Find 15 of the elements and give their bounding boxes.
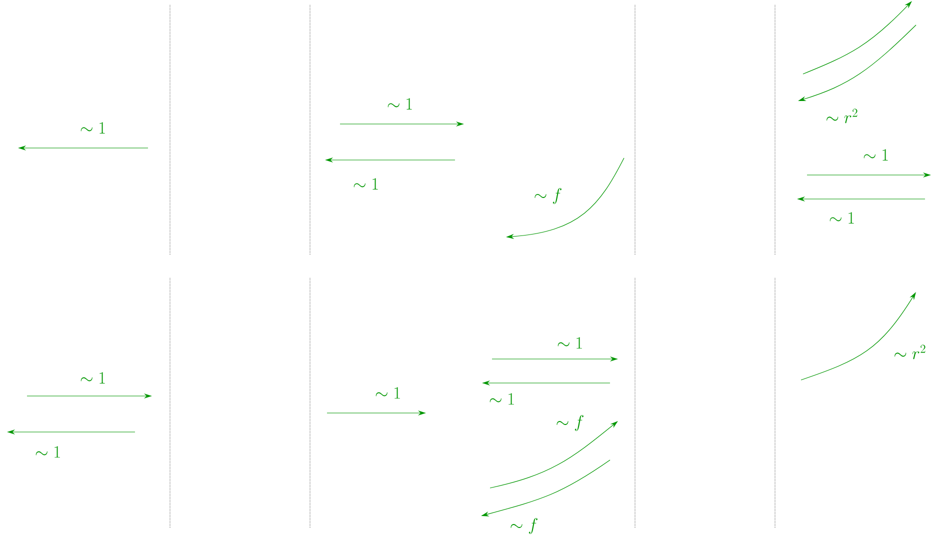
scaling-label: $\sim f$ [534, 188, 562, 204]
scaling-label: $\sim 1$ [558, 337, 582, 349]
scaling-label: $\sim 1$ [864, 149, 888, 161]
scaling-label: $\sim 1$ [490, 393, 514, 405]
scaling-label: $\sim 1$ [80, 372, 105, 384]
scaling-label: $\sim 1$ [388, 98, 412, 110]
scaling-label: $\sim 1$ [36, 446, 60, 458]
scaling-label: $\sim f$ [556, 415, 584, 431]
scaling-label: $\sim f$ [510, 518, 538, 534]
scaling-label: $\sim 1$ [376, 387, 400, 399]
scaling-label: $\sim r^2$ [826, 108, 858, 124]
scaling-label: $\sim r^2$ [894, 344, 926, 360]
scaling-label: $\sim 1$ [354, 178, 378, 190]
scaling-label: $\sim 1$ [80, 122, 105, 134]
scaling-label: $\sim 1$ [830, 212, 854, 224]
